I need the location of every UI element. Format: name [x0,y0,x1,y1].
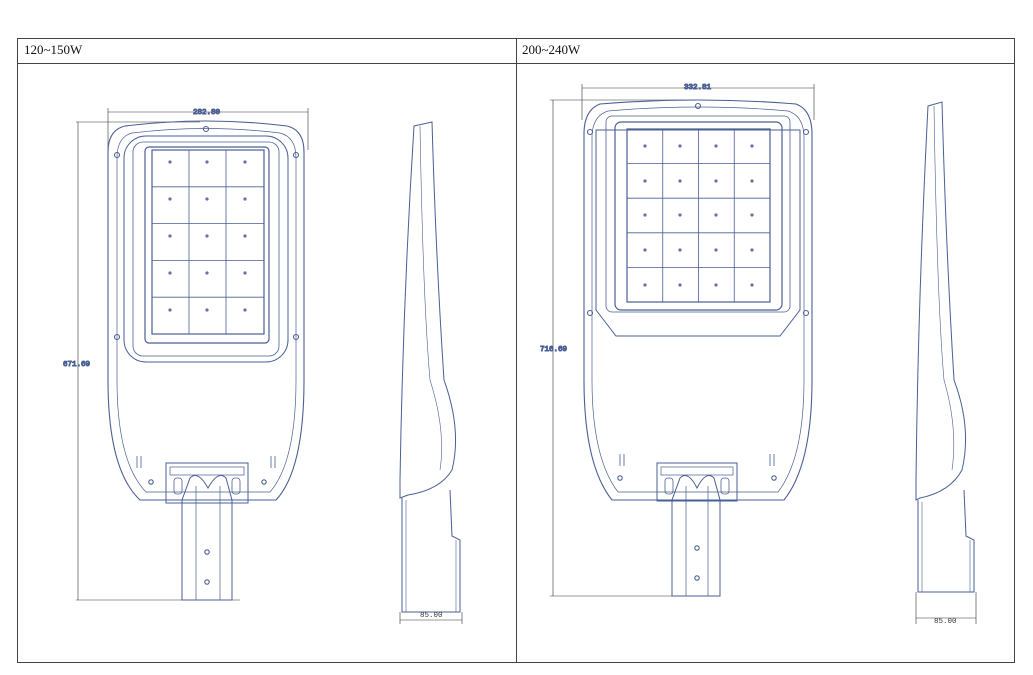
header-120-150w: 120~150W [24,42,83,57]
right-front-view: 332.81 716.69 [539,83,815,597]
header-200-240w: 200~240W [522,42,581,57]
right-width-dimension [581,84,815,120]
left-height-dimension [76,121,240,601]
left-side-dim-text: 85.00 [420,612,443,620]
right-side-dim-text: 85.00 [934,618,957,626]
right-led-dots [643,144,754,287]
right-width-dim-text: 332.81 [684,84,712,92]
left-side-view [399,121,463,624]
left-led-dots [168,160,247,312]
right-height-dim-text: 716.69 [540,346,567,354]
left-width-dimension [107,108,309,150]
column-divider [516,39,517,662]
left-width-dim-text: 282.80 [193,109,221,117]
right-side-view [915,101,977,624]
drawing-table: 120~150W 200~240W [17,38,1015,663]
left-front-view: 282.80 671.69 [62,108,309,601]
right-height-dimension [550,99,720,597]
left-height-dim-text: 671.69 [63,361,90,369]
